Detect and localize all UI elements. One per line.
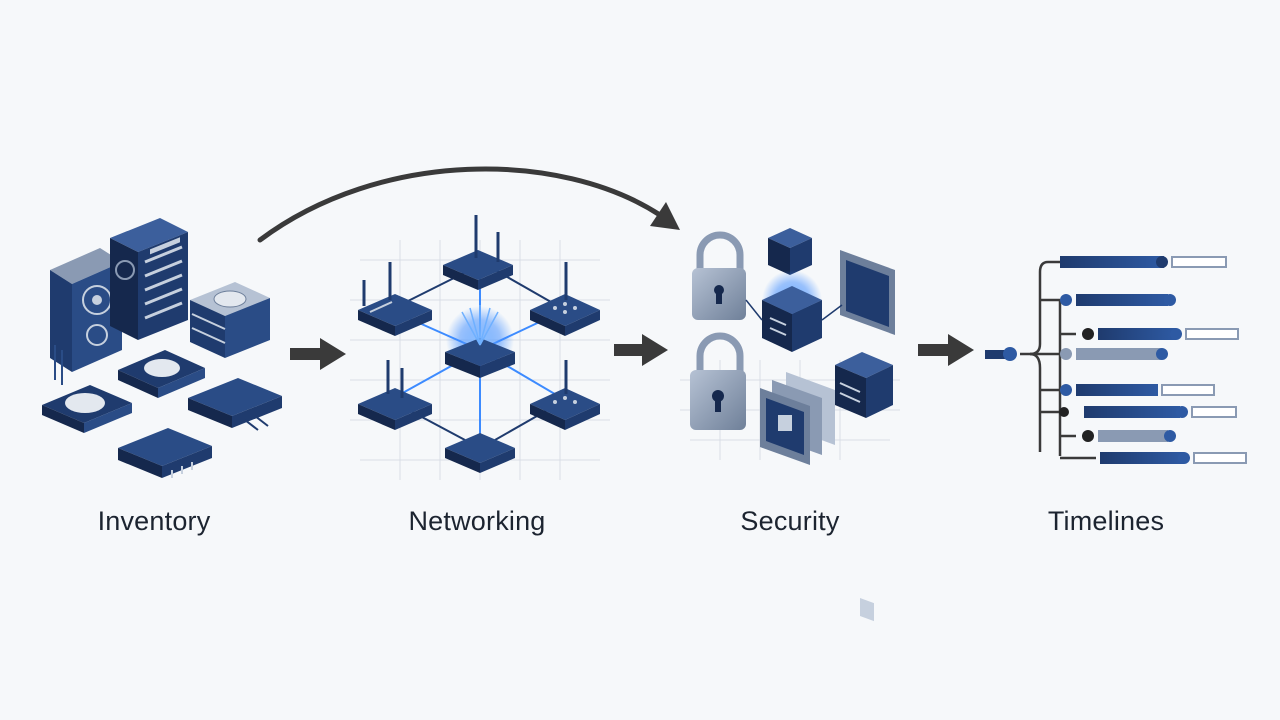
network-switch-icon bbox=[118, 428, 212, 478]
networking-illustration bbox=[350, 215, 610, 480]
stage-label-inventory: Inventory bbox=[97, 506, 211, 536]
padlock-icon bbox=[692, 231, 746, 320]
router-icon bbox=[443, 215, 513, 290]
timeline-bar bbox=[1060, 256, 1227, 268]
timeline-bar bbox=[1082, 328, 1239, 340]
switch-icon bbox=[530, 360, 600, 430]
timeline-bar bbox=[1060, 348, 1168, 360]
stage-label-timelines: Timelines bbox=[1047, 506, 1165, 536]
security-illustration bbox=[680, 228, 900, 622]
hard-drive-icon bbox=[118, 350, 205, 398]
switch-icon bbox=[530, 262, 600, 336]
timeline-bar bbox=[1082, 430, 1176, 442]
network-hub-icon bbox=[445, 305, 515, 378]
data-cube-icon bbox=[835, 352, 893, 418]
timelines-illustration bbox=[985, 256, 1247, 464]
curved-flow-arrow bbox=[257, 166, 680, 243]
inventory-illustration bbox=[42, 218, 282, 478]
hard-drive-icon bbox=[42, 385, 132, 433]
data-cube-icon bbox=[768, 228, 812, 275]
flow-arrow bbox=[614, 334, 668, 366]
network-switch-icon bbox=[188, 378, 282, 431]
timeline-start-bar bbox=[985, 350, 1007, 359]
flow-arrow bbox=[290, 338, 346, 370]
stage-label-security: Security bbox=[740, 506, 840, 536]
switch-icon bbox=[445, 433, 515, 473]
disk-stack-icon bbox=[190, 282, 270, 358]
padlock-icon bbox=[690, 332, 746, 430]
router-icon bbox=[358, 262, 432, 336]
screen-stack-icon bbox=[760, 372, 835, 465]
security-links bbox=[745, 299, 843, 321]
timeline-bar bbox=[1059, 406, 1237, 418]
glowing-cube-icon bbox=[762, 270, 822, 352]
server-rack-icon bbox=[110, 218, 188, 340]
timeline-node bbox=[1003, 347, 1017, 361]
timeline-bar bbox=[1060, 294, 1176, 306]
server-tower-icon bbox=[50, 248, 122, 385]
router-icon bbox=[358, 360, 432, 430]
timeline-bar bbox=[1100, 452, 1247, 464]
monitor-screen-icon bbox=[840, 250, 895, 622]
flow-arrow bbox=[918, 334, 974, 366]
timeline-bar bbox=[1060, 384, 1215, 396]
stage-label-networking: Networking bbox=[408, 506, 546, 536]
